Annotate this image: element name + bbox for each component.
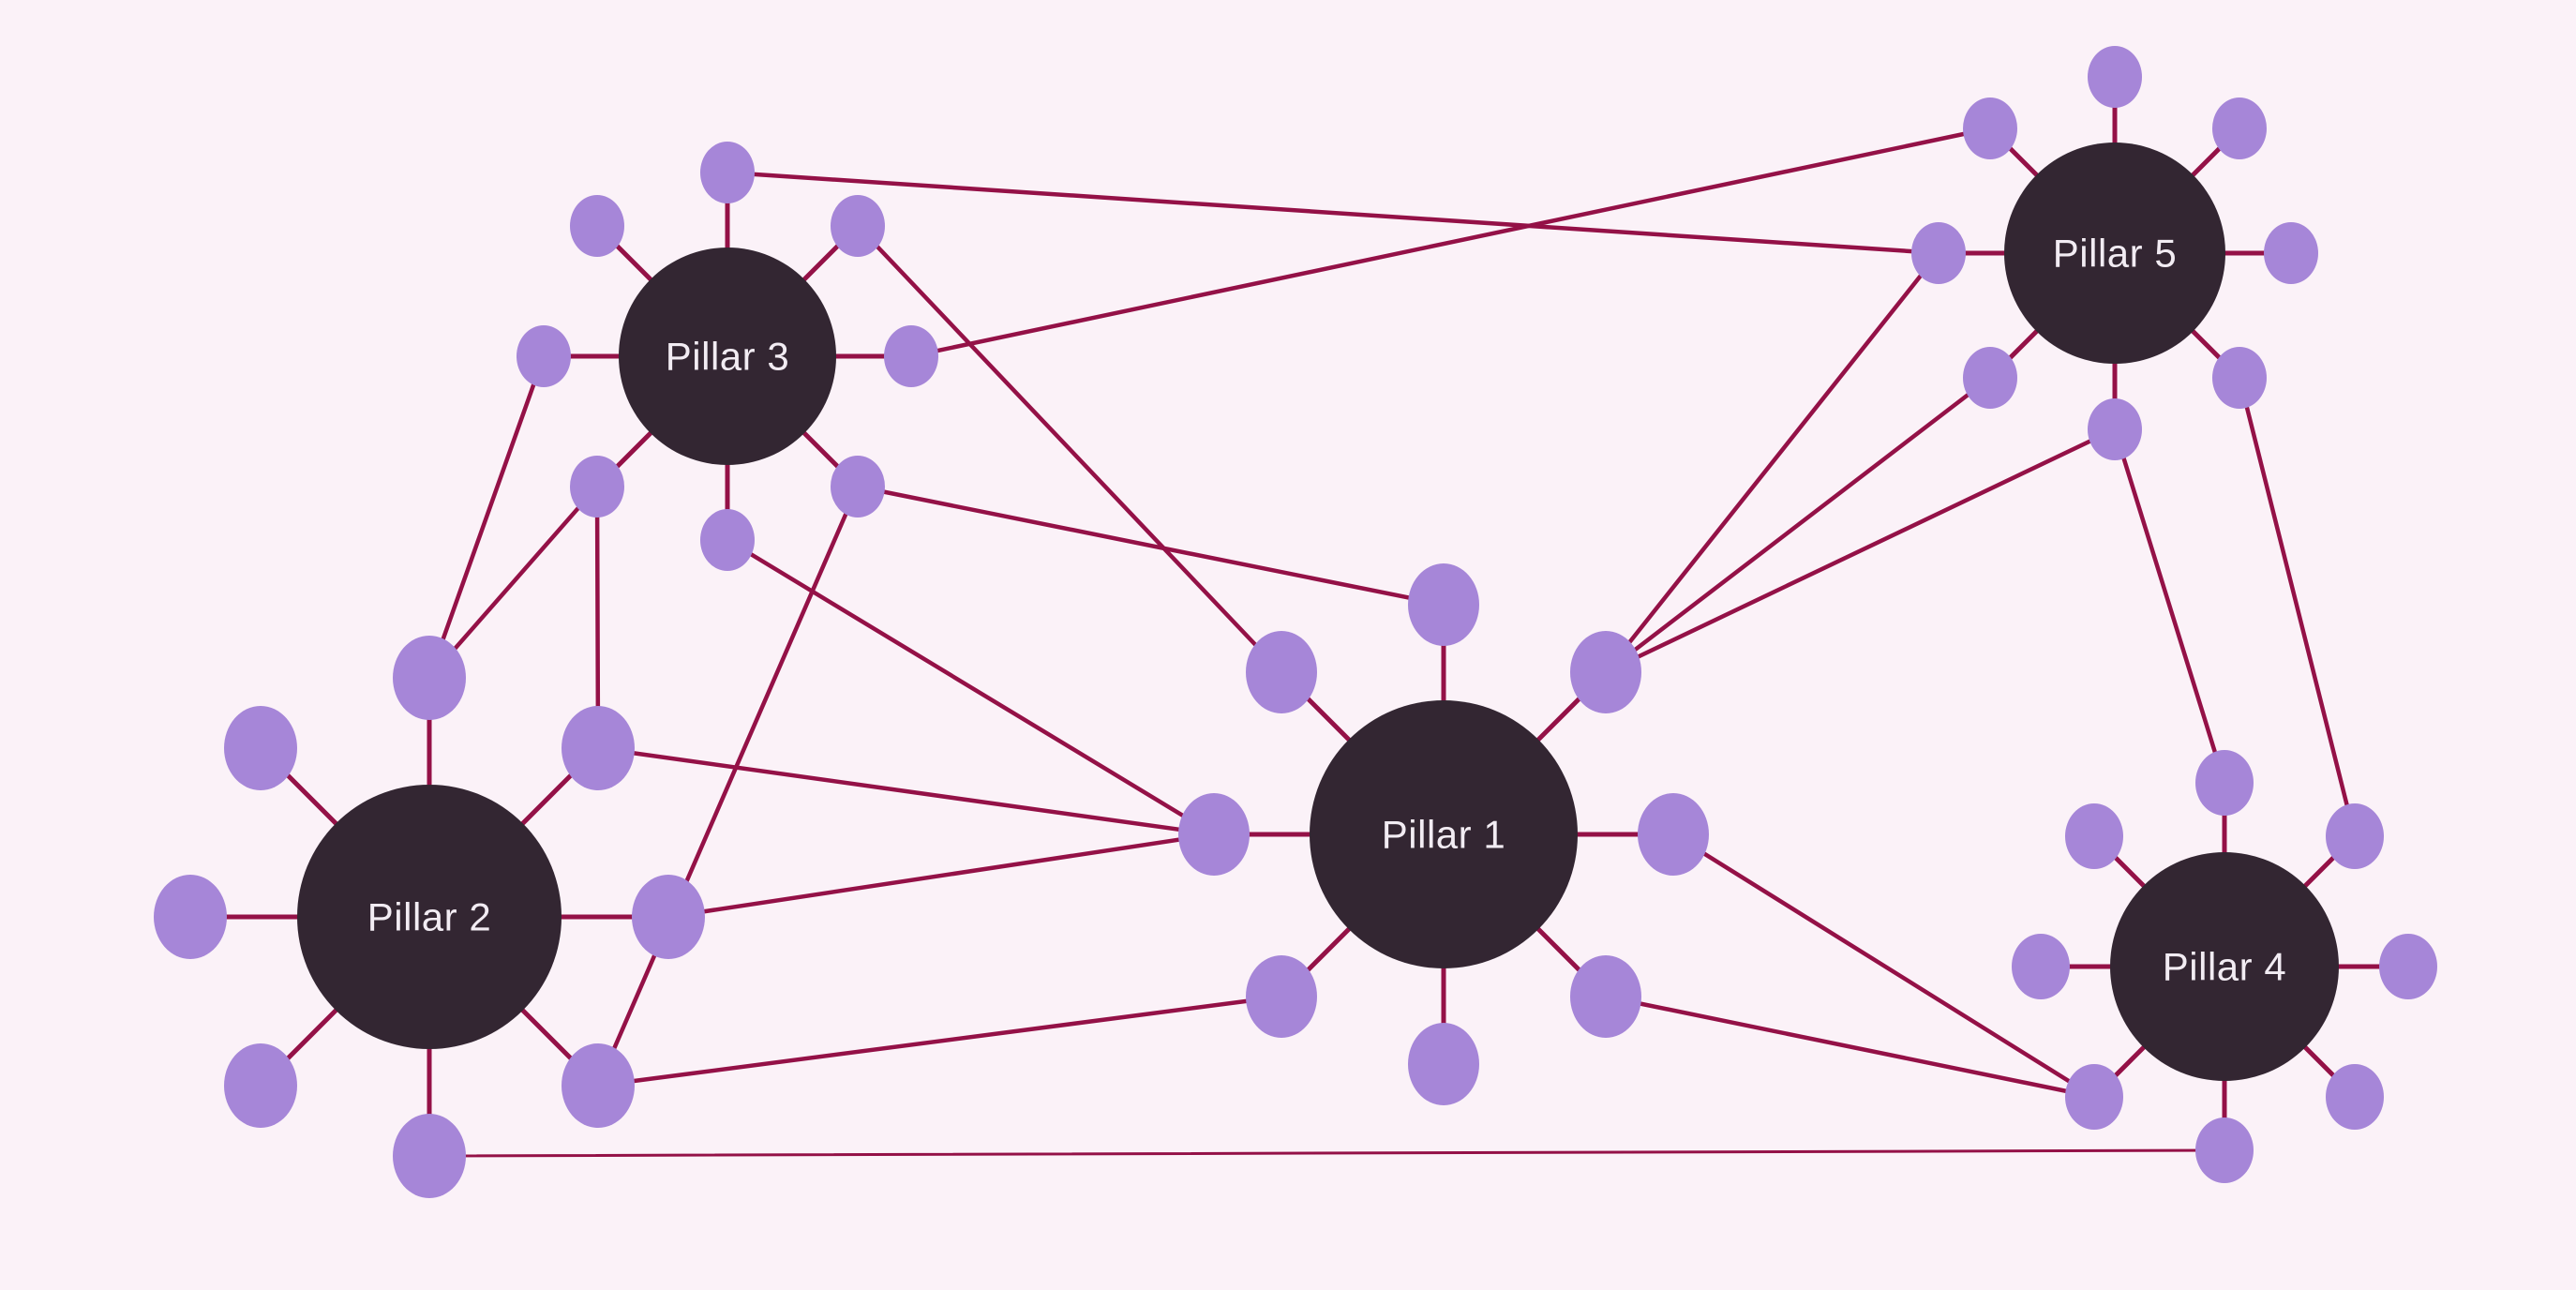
pillar-node-P3[interactable] [619,248,836,465]
edge-P5b-P4t [2112,427,2227,786]
satellite-node-P4-b[interactable] [2195,1118,2254,1183]
satellite-node-P2-l[interactable] [154,875,227,959]
satellite-node-P1-bl[interactable] [1246,955,1317,1038]
satellite-node-P5-tr[interactable] [2212,98,2267,159]
layer-long-edges [427,126,2358,1158]
satellite-node-P3-tr[interactable] [831,195,885,257]
satellite-node-P5-l[interactable] [1911,222,1966,284]
satellite-node-P5-t[interactable] [2088,46,2142,108]
satellite-node-P2-b[interactable] [393,1114,466,1198]
satellite-node-P4-l[interactable] [2012,934,2070,999]
edge-P3l-P2t [427,353,547,681]
satellite-node-P5-br[interactable] [2212,347,2267,409]
pillar-label-P3: Pillar 3 [666,335,789,379]
edge-P2tr-P1l [595,745,1217,837]
satellite-node-P5-bl[interactable] [1963,347,2017,409]
pillar-label-P4: Pillar 4 [2163,945,2286,989]
satellite-node-P1-tl[interactable] [1246,631,1317,713]
satellite-node-P3-bl[interactable] [570,456,624,518]
edge-P3tr-P1tl [855,223,1284,675]
edge-P1tr-P5l [1603,250,1941,675]
edge-P2r-P1l [666,832,1217,920]
satellite-node-P2-tr[interactable] [562,706,635,790]
satellite-node-P1-t[interactable] [1408,563,1479,646]
edge-P3br-P2br [595,484,861,1088]
pillar-label-P2: Pillar 2 [367,895,491,939]
satellite-node-P2-br[interactable] [562,1043,635,1128]
layer-pillar-nodes: Pillar 1 Pillar 2 Pillar 3 Pillar 4 Pillar 5 [297,142,2339,1081]
pillar-label-P5: Pillar 5 [2053,232,2177,276]
pillar-node-P1[interactable] [1310,700,1578,968]
satellite-node-P4-tl[interactable] [2065,803,2123,869]
edge-P3r-P5tl [908,126,1993,359]
satellite-node-P1-r[interactable] [1638,793,1709,876]
pillar-node-P4[interactable] [2110,852,2339,1081]
edge-P2b-P4b [427,1148,2226,1158]
edge-P1tr-P5b [1603,427,2118,675]
satellite-node-P2-r[interactable] [632,875,705,959]
satellite-node-P1-tr[interactable] [1570,631,1641,713]
satellite-node-P5-tl[interactable] [1963,98,2017,159]
edge-P3t-P5l [725,170,1941,256]
edge-P3bl-P2tr [594,484,601,751]
edge-P1tr-P5bl [1603,375,1993,675]
satellite-node-P5-r[interactable] [2264,222,2318,284]
edge-P3bl-P2t [427,484,600,681]
satellite-node-P4-tr[interactable] [2326,803,2384,869]
satellite-node-P4-bl[interactable] [2065,1064,2123,1130]
satellite-node-P4-br[interactable] [2326,1064,2384,1130]
pillar-node-P2[interactable] [297,785,562,1049]
satellite-node-P2-t[interactable] [393,636,466,720]
edge-P5br-P4tr [2237,375,2358,839]
satellite-node-P1-b[interactable] [1408,1023,1479,1105]
edge-P3b-P1l [725,537,1217,837]
pillar-node-P5[interactable] [2004,142,2225,364]
satellite-node-P2-bl[interactable] [224,1043,297,1128]
pillar-label-P1: Pillar 1 [1382,813,1505,857]
satellite-node-P3-b[interactable] [700,509,755,571]
edge-P1r-P4bl [1670,832,2097,1100]
satellite-node-P3-r[interactable] [884,325,938,387]
satellite-node-P3-br[interactable] [831,456,885,518]
edge-P1br-P4bl [1603,994,2097,1100]
layer-satellite-nodes [154,46,2437,1198]
satellite-node-P5-b[interactable] [2088,398,2142,460]
satellite-node-P1-l[interactable] [1178,793,1250,876]
satellite-node-P4-t[interactable] [2195,750,2254,816]
satellite-node-P3-t[interactable] [700,142,755,203]
edge-P3br-P1t [855,484,1446,608]
satellite-node-P1-br[interactable] [1570,955,1641,1038]
satellite-node-P3-tl[interactable] [570,195,624,257]
satellite-node-P3-l[interactable] [517,325,571,387]
satellite-node-P4-r[interactable] [2379,934,2437,999]
edge-P1bl-P2br [595,994,1284,1088]
satellite-node-P2-tl[interactable] [224,706,297,790]
